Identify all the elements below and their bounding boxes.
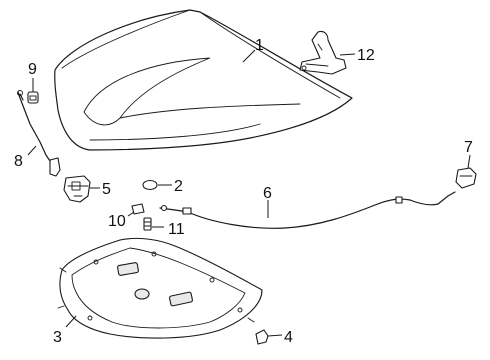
leader-10 bbox=[127, 211, 135, 217]
hood-panel bbox=[54, 9, 353, 151]
bumper-2 bbox=[142, 179, 158, 191]
callout-10: 10 bbox=[108, 213, 126, 230]
callout-5: 5 bbox=[102, 181, 111, 198]
callout-12: 12 bbox=[357, 47, 375, 64]
release-handle bbox=[455, 167, 477, 189]
clip-9 bbox=[27, 91, 39, 104]
leader-1 bbox=[242, 49, 256, 63]
callout-4: 4 bbox=[284, 329, 293, 346]
hood-insulator bbox=[57, 237, 263, 339]
leader-8 bbox=[27, 145, 37, 156]
callout-7: 7 bbox=[464, 139, 473, 156]
leader-12 bbox=[339, 53, 356, 56]
hood-latch bbox=[63, 175, 91, 203]
callout-11: 11 bbox=[168, 221, 185, 238]
hood-hinge bbox=[299, 30, 347, 75]
push-clip-4 bbox=[255, 329, 269, 345]
release-cable bbox=[159, 191, 456, 229]
callout-1: 1 bbox=[255, 37, 264, 54]
leader-7 bbox=[467, 154, 471, 169]
callout-2: 2 bbox=[174, 178, 183, 195]
callout-3: 3 bbox=[53, 329, 62, 346]
prop-rod bbox=[17, 90, 61, 177]
callout-8: 8 bbox=[14, 153, 23, 170]
clip-10 bbox=[131, 203, 145, 215]
screw-11 bbox=[143, 217, 152, 231]
callout-6: 6 bbox=[263, 185, 272, 202]
callout-9: 9 bbox=[28, 61, 37, 78]
leader-3 bbox=[65, 315, 77, 328]
leader-4 bbox=[267, 334, 283, 337]
